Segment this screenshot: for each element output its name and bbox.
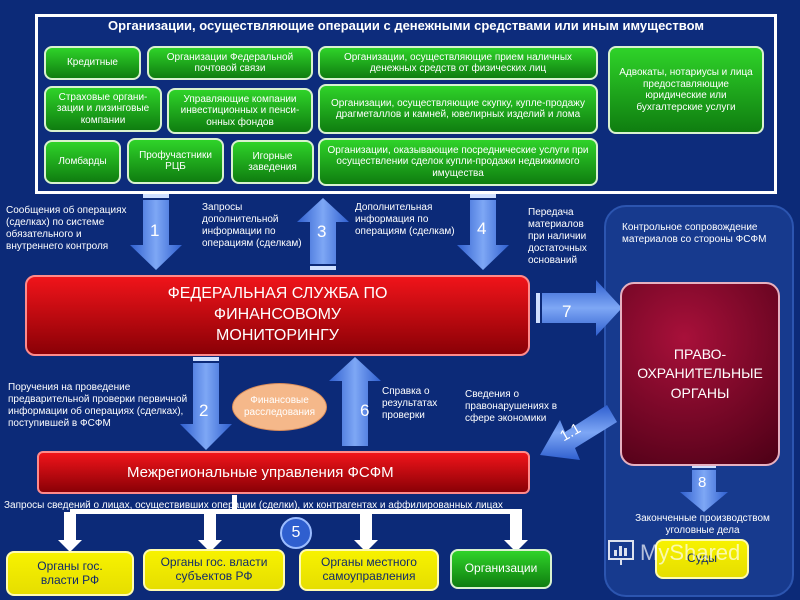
- law-enforcement-box: ПРАВО-ОХРАНИТЕЛЬНЫЕ ОРГАНЫ: [620, 282, 780, 466]
- flow-circle-5: 5: [280, 517, 312, 549]
- arrow-3: [297, 198, 349, 270]
- flow-number-2: 2: [199, 401, 209, 420]
- investigations-ellipse: Финансовые расследования: [232, 383, 327, 431]
- label-control: Контрольное сопровождение материалов со …: [622, 222, 767, 245]
- label-msg1: Сообщения об операциях (сделках) по сист…: [6, 205, 127, 252]
- arrow-7: [536, 280, 622, 336]
- label-msg5: Запросы сведений о лицах, осуществивших …: [4, 500, 503, 511]
- org-insurance: Страховые органи-зации и лизинговые комп…: [44, 86, 162, 132]
- org-buyup: Организации, осуществляющие скупку, купл…: [318, 84, 598, 134]
- flow-number-7: 7: [562, 302, 572, 321]
- arrow-1: [130, 194, 182, 270]
- org-management: Управляющие компании инвестиционных и пе…: [167, 88, 313, 134]
- arrow-2: [180, 357, 232, 450]
- org-cash: Организации, осуществляющие прием наличн…: [318, 46, 598, 80]
- label-msg2: Поручения на проведение предварительной …: [8, 382, 188, 429]
- flow-number-1: 1: [150, 221, 160, 240]
- label-msg3: Запросы дополнительной информации по опе…: [202, 202, 302, 249]
- mru-distribution: [58, 495, 528, 552]
- org-pawnshops: Ломбарды: [44, 140, 121, 184]
- label-msg7: Передача материалов при наличии достаточ…: [528, 207, 587, 266]
- mru-title: Межрегиональные управления ФСФМ: [127, 464, 394, 481]
- arrow-6: [329, 357, 381, 446]
- fsfm-title: ФЕДЕРАЛЬНАЯ СЛУЖБА ПО ФИНАНСОВОМУ МОНИТО…: [167, 285, 388, 344]
- target-courts: Суды: [655, 539, 749, 579]
- org-realestate: Организации, оказывающие посреднические …: [318, 138, 598, 186]
- flow-number-3: 3: [317, 222, 327, 241]
- label-msg6: Справка о результатах проверки: [382, 386, 438, 421]
- target-orgs: Организации: [450, 549, 552, 589]
- target-subjects: Органы гос. власти субъектов РФ: [143, 549, 285, 591]
- organizations-title: Организации, осуществляющие операции с д…: [108, 18, 704, 33]
- flow-number-4: 4: [477, 219, 487, 238]
- flow-number-5: 5: [291, 524, 301, 541]
- org-securities: Профучастники РЦБ: [127, 138, 224, 184]
- org-post: Организации Федеральной почтовой связи: [147, 46, 313, 80]
- watermark-text: MyShared: [640, 540, 741, 565]
- target-local: Органы местного самоуправления: [299, 549, 439, 591]
- fsfm-box: ФЕДЕРАЛЬНАЯ СЛУЖБА ПО ФИНАНСОВОМУ МОНИТО…: [25, 275, 530, 356]
- arrow-1-1: [540, 405, 617, 460]
- flow-number-8: 8: [698, 474, 707, 491]
- presentation-icon: [608, 540, 634, 565]
- flow-number-6: 6: [360, 401, 370, 420]
- arrow-8: [680, 464, 728, 512]
- org-credit: Кредитные: [44, 46, 141, 80]
- mru-box: Межрегиональные управления ФСФМ: [37, 451, 530, 494]
- investigations-label: Финансовые расследования: [244, 395, 315, 418]
- org-gambling: Игорные заведения: [231, 140, 314, 184]
- org-lawyers: Адвокаты, нотариусы и лица предоставляющ…: [608, 46, 764, 134]
- arrow-4: [457, 194, 509, 270]
- label-msg11: Сведения о правонарушениях в сфере эконо…: [465, 389, 558, 424]
- target-federal: Органы гос. власти РФ: [6, 551, 134, 596]
- label-msg8: Законченные производством уголовные дела: [635, 513, 770, 536]
- law-enforcement-title: ПРАВО-ОХРАНИТЕЛЬНЫЕ ОРГАНЫ: [637, 345, 763, 401]
- watermark-logo: MyShared: [606, 533, 786, 573]
- label-msg4: Дополнительная информация по операциям (…: [355, 202, 455, 237]
